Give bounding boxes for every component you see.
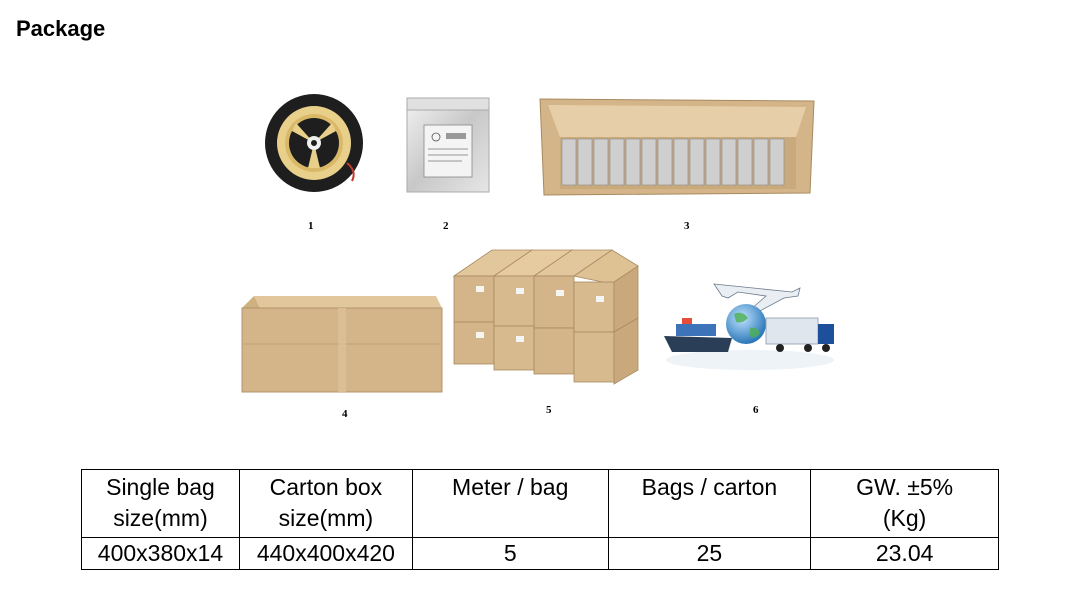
cell-gross-weight: 23.04 <box>810 537 999 570</box>
header-single-bag-size: Single bag size(mm) <box>81 469 240 538</box>
cell-meter-per-bag: 5 <box>411 537 609 570</box>
table-row: 400x380x14 440x400x420 5 25 23.04 <box>81 537 999 570</box>
cell-bags-per-carton: 25 <box>607 537 812 570</box>
header-carton-box-size: Carton box size(mm) <box>238 469 413 538</box>
header-line: Single bag <box>106 474 215 500</box>
header-gross-weight: GW. ±5% (Kg) <box>810 469 999 538</box>
figure-number-5: 5 <box>546 404 552 416</box>
figure-number-4: 4 <box>342 408 348 420</box>
open-carton-image <box>539 98 815 196</box>
figure-number-1: 1 <box>308 220 314 232</box>
shipping-image <box>664 283 834 370</box>
header-line: Bags / carton <box>641 474 778 500</box>
figure-number-2: 2 <box>443 220 449 232</box>
package-spec-table: Single bag size(mm) Carton box size(mm) … <box>81 469 999 570</box>
stacked-cartons-image <box>452 249 639 385</box>
header-line: Meter / bag <box>452 474 569 500</box>
header-line: (Kg) <box>882 505 927 531</box>
cell-single-bag-size: 400x380x14 <box>81 537 240 570</box>
figure-number-3: 3 <box>684 220 690 232</box>
cell-carton-box-size: 440x400x420 <box>238 537 413 570</box>
header-meter-per-bag: Meter / bag <box>411 469 609 538</box>
header-line: size(mm) <box>278 505 374 531</box>
antistatic-bag-image <box>406 97 490 193</box>
header-line: size(mm) <box>113 505 208 531</box>
figure-number-6: 6 <box>753 404 759 416</box>
header-line: GW. ±5% <box>856 474 954 500</box>
table-header-row: Single bag size(mm) Carton box size(mm) … <box>81 469 999 538</box>
header-line: Carton box <box>269 474 383 500</box>
closed-carton-image <box>241 296 443 393</box>
reel-image <box>265 94 363 192</box>
header-bags-per-carton: Bags / carton <box>607 469 812 538</box>
page-title: Package <box>16 16 106 41</box>
